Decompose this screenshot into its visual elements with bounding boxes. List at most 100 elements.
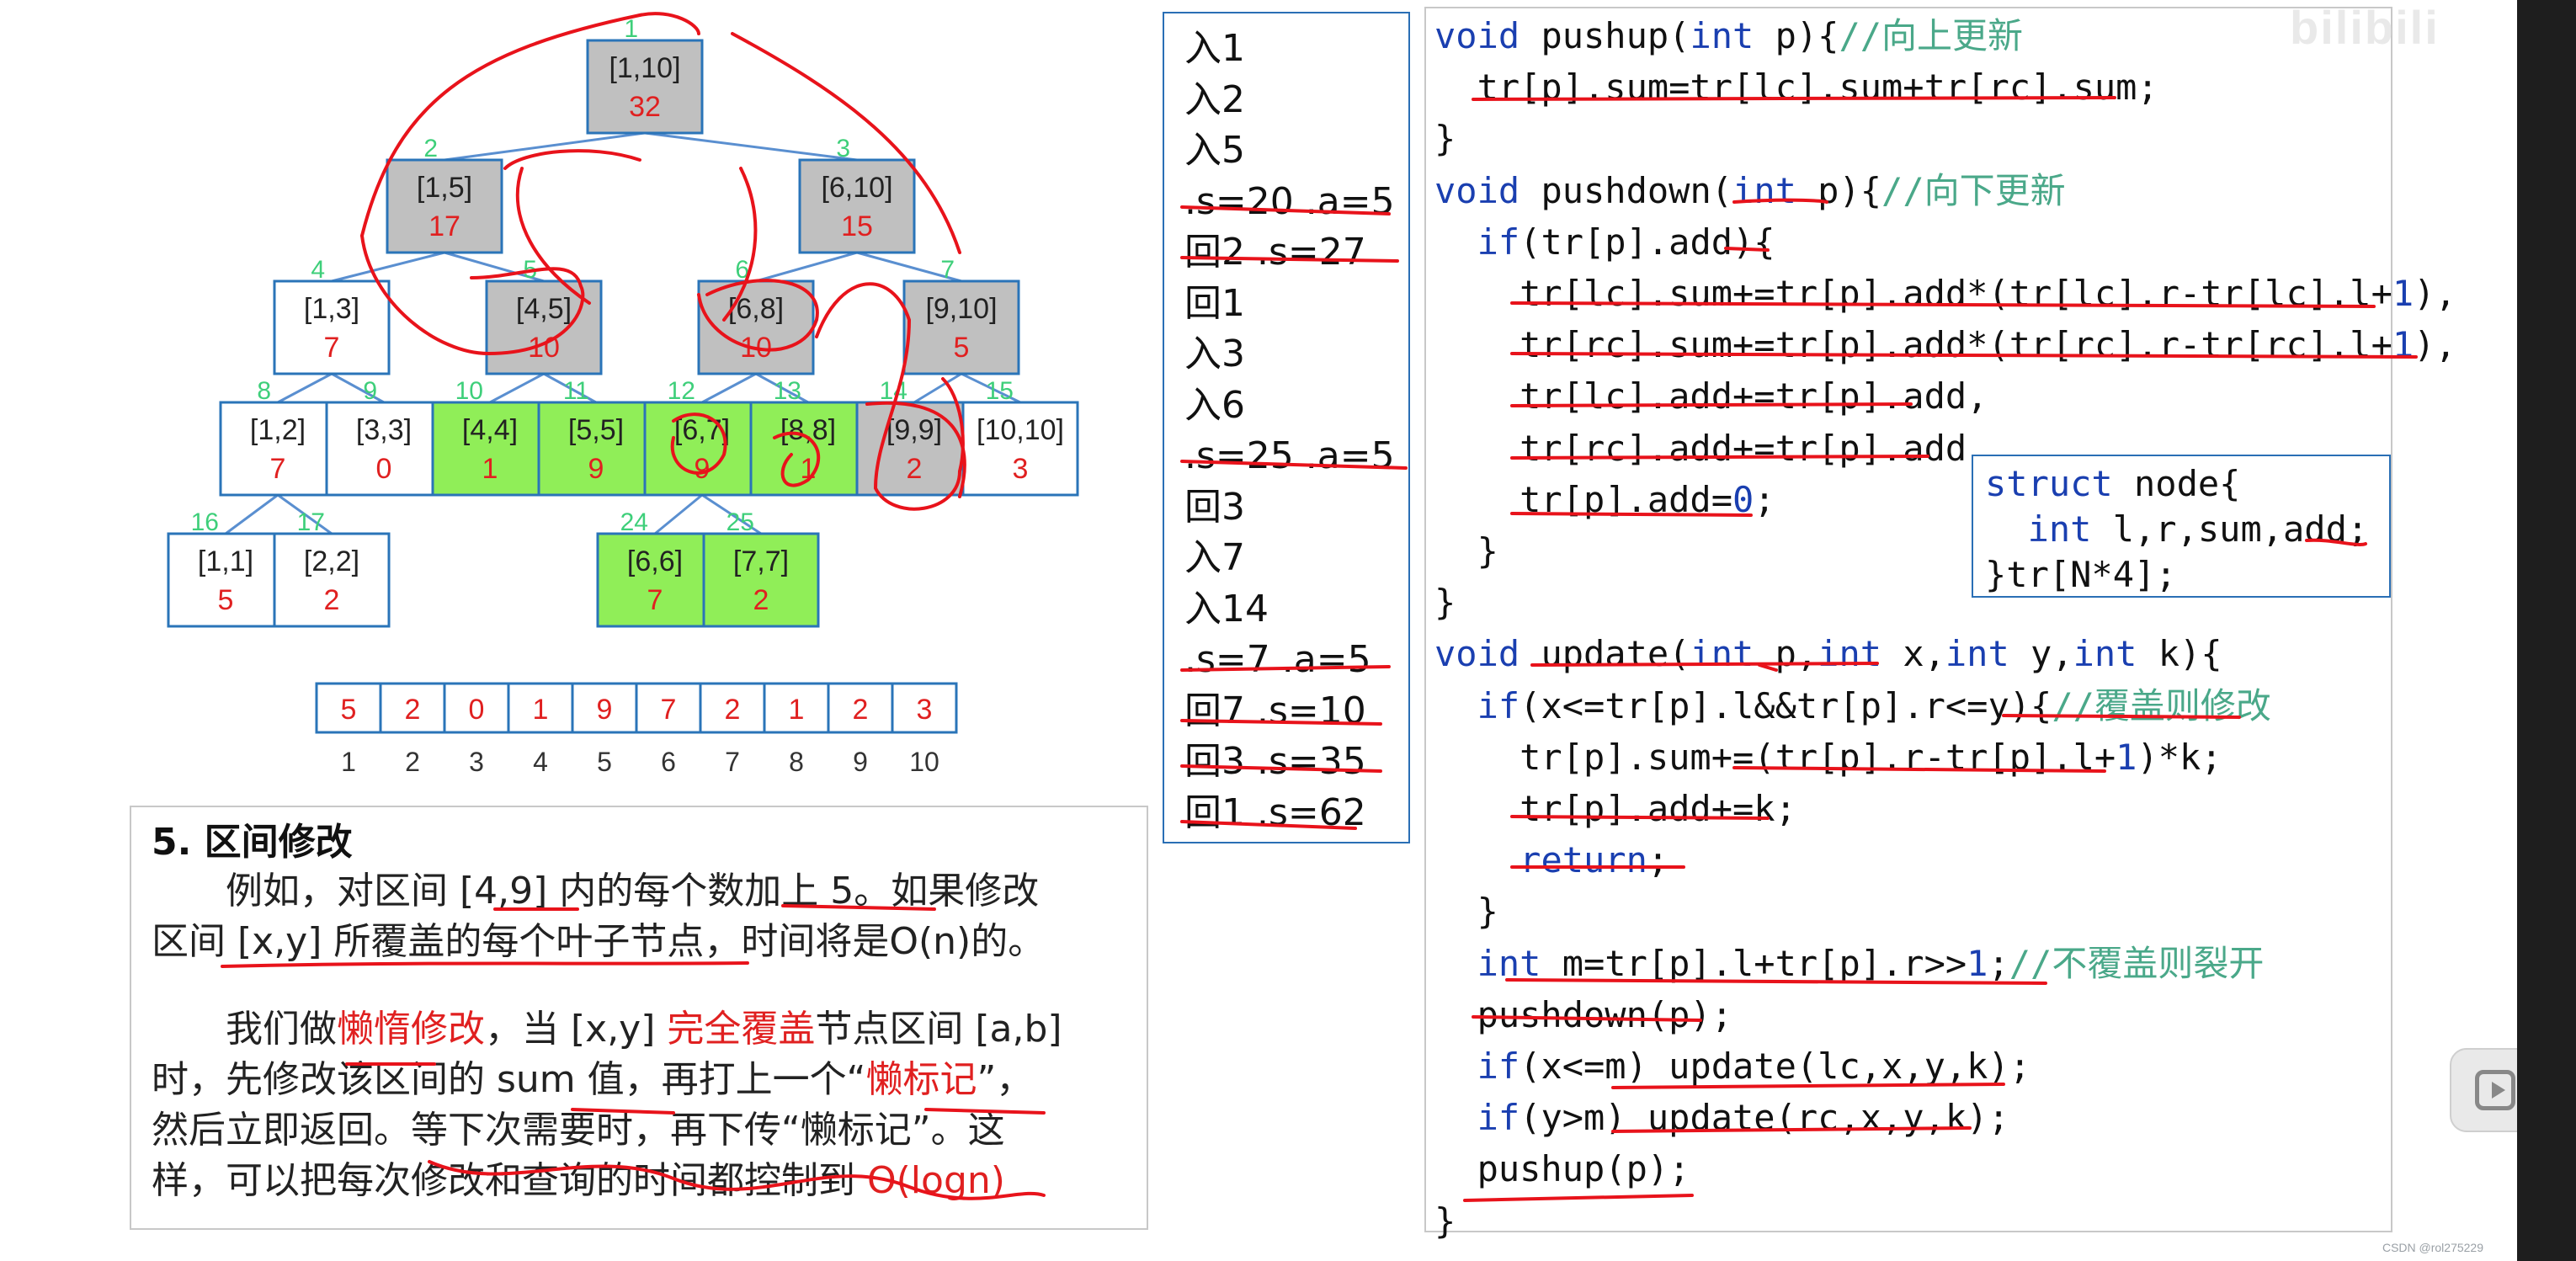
trace-line: 回7 .s=10 [1184, 689, 1366, 732]
code-line: if(x<=m) update(lc,x,y,k); [1477, 1046, 2031, 1088]
tree-edge [277, 372, 333, 404]
tree-edge [701, 493, 762, 535]
node-index: 4 [311, 256, 325, 284]
node-range: [6,7] [674, 414, 730, 446]
trace-line: 入3 [1184, 333, 1245, 375]
range-modify-note: 5. 区间修改 例如，对区间 [4,9] 内的每个数加上 5。如果修改 区间 [… [130, 806, 1148, 1230]
code-line: tr[p].sum+=(tr[p].r-tr[p].l+1)*k; [1434, 736, 2222, 778]
tree-edge [654, 493, 703, 535]
code-line: int l,r,sum,add; [2027, 508, 2369, 550]
node-index: 11 [563, 377, 589, 405]
node-sum: 15 [841, 210, 873, 242]
node-sum: 1 [482, 453, 498, 485]
tree-edge [489, 372, 545, 404]
tree-node: [1,2]78 [219, 377, 337, 497]
code-line: } [1434, 582, 1456, 624]
node-range: [10,10] [977, 414, 1064, 446]
code-line: } [1434, 1200, 1456, 1242]
code-line: } [1434, 530, 1498, 572]
note-line: 区间 [x,y] 所覆盖的每个叶子节点，时间将是O(n)的。 [152, 920, 1046, 963]
node-range: [7,7] [733, 545, 789, 577]
trace-line: 入1 [1184, 27, 1245, 70]
node-index: 1 [624, 15, 638, 43]
node-sum: 7 [647, 584, 663, 616]
code-line: tr[lc].sum+=tr[p].add*(tr[lc].r-tr[lc].l… [1434, 273, 2456, 315]
node-sum: 9 [695, 453, 711, 485]
node-sum: 0 [376, 453, 392, 485]
array-index: 8 [789, 747, 804, 777]
tree-node-box [219, 401, 337, 497]
node-range: [4,4] [462, 414, 518, 446]
tree-node: [1,3]74 [273, 256, 391, 375]
array-index: 3 [469, 747, 484, 777]
note-line: 样，可以把每次修改和查询的时间都控制到 O(logn) [152, 1159, 1005, 1202]
array-index: 5 [597, 747, 612, 777]
tree-edge [444, 131, 646, 162]
array-value: 1 [533, 694, 549, 726]
node-sum: 5 [954, 332, 970, 364]
node-sum: 7 [270, 453, 286, 485]
array-cell [699, 682, 766, 734]
node-sum: 7 [324, 332, 340, 364]
node-sum: 1 [801, 453, 817, 485]
array-cell [443, 682, 510, 734]
array-cell [507, 682, 574, 734]
tree-edge [331, 251, 445, 283]
array-index: 9 [853, 747, 868, 777]
node-index: 7 [940, 256, 955, 284]
tree-node: [1,1]516 [167, 508, 285, 628]
trace-line: 回3 .s=35 [1184, 740, 1366, 783]
code-line: void pushup(int p){//向上更新 [1434, 15, 2024, 56]
node-index: 14 [880, 377, 907, 405]
tree-node: [1,5]172 [386, 135, 503, 254]
tree-edge [701, 372, 757, 404]
node-sum: 3 [1013, 453, 1029, 485]
node-range: [9,9] [886, 414, 942, 446]
tree-node-box [167, 532, 285, 628]
tree-node-box [325, 401, 443, 497]
tree-node-box [961, 401, 1079, 497]
struct-node-box: struct node{ int l,r,sum,add; }tr[N*4]; [1972, 455, 2391, 598]
tree-node: [3,3]09 [325, 377, 443, 497]
tree-edge [856, 251, 962, 283]
trace-line: .s=7 .a=5 [1184, 638, 1371, 681]
node-range: [1,1] [198, 545, 253, 577]
tree-node: [10,10] 3 15 [961, 377, 1079, 497]
tree-node: [6,6]724 [596, 508, 714, 628]
note-line: 我们做懒惰修改，当 [x,y] 完全覆盖节点区间 [a,b] [226, 1008, 1062, 1051]
code-line: }tr[N*4]; [1985, 554, 2177, 595]
tree-node: [9,10]57 [902, 256, 1020, 375]
code-line: void pushdown(int p){//向下更新 [1434, 169, 2066, 211]
node-index: 2 [423, 135, 438, 162]
node-index: 3 [836, 135, 850, 162]
node-range: [1,5] [417, 172, 472, 204]
array-value: 2 [405, 694, 421, 726]
array-index: 2 [405, 747, 420, 777]
code-line: struct node{ [1985, 463, 2241, 504]
tree-edge [543, 372, 597, 404]
code-line: tr[rc].sum+=tr[p].add*(tr[rc].r-tr[rc].l… [1434, 324, 2456, 366]
code-line: tr[p].add+=k; [1434, 788, 1796, 830]
node-index: 15 [986, 377, 1014, 405]
trace-line: 入7 [1184, 536, 1245, 579]
tree-node: [4,4]110 [431, 377, 549, 497]
trace-line: 入14 [1184, 587, 1269, 630]
code-line: return; [1520, 839, 1669, 881]
tree-node: [9,9]214 [855, 377, 973, 497]
node-index: 6 [735, 256, 749, 284]
array-value: 2 [853, 694, 869, 726]
tree-edge [755, 251, 858, 283]
tree-node-box [537, 401, 655, 497]
call-trace-panel: 入1 入2 入5 .s=20 .a=5 回2 .s=27 回1 入3 入6 .s… [1163, 12, 1410, 843]
tree-edge [331, 372, 385, 404]
side-gutter [2517, 0, 2576, 1261]
tree-node: [7,7]225 [702, 508, 820, 628]
node-index: 5 [523, 256, 537, 284]
code-line: if(tr[p].add){ [1477, 221, 1775, 263]
array-cell [315, 682, 382, 734]
code-line: tr[rc].add+=tr[p].add, [1434, 427, 1988, 469]
node-range: [5,5] [568, 414, 624, 446]
tree-edge [225, 493, 279, 535]
array-index: 7 [725, 747, 740, 777]
node-sum: 10 [740, 332, 772, 364]
